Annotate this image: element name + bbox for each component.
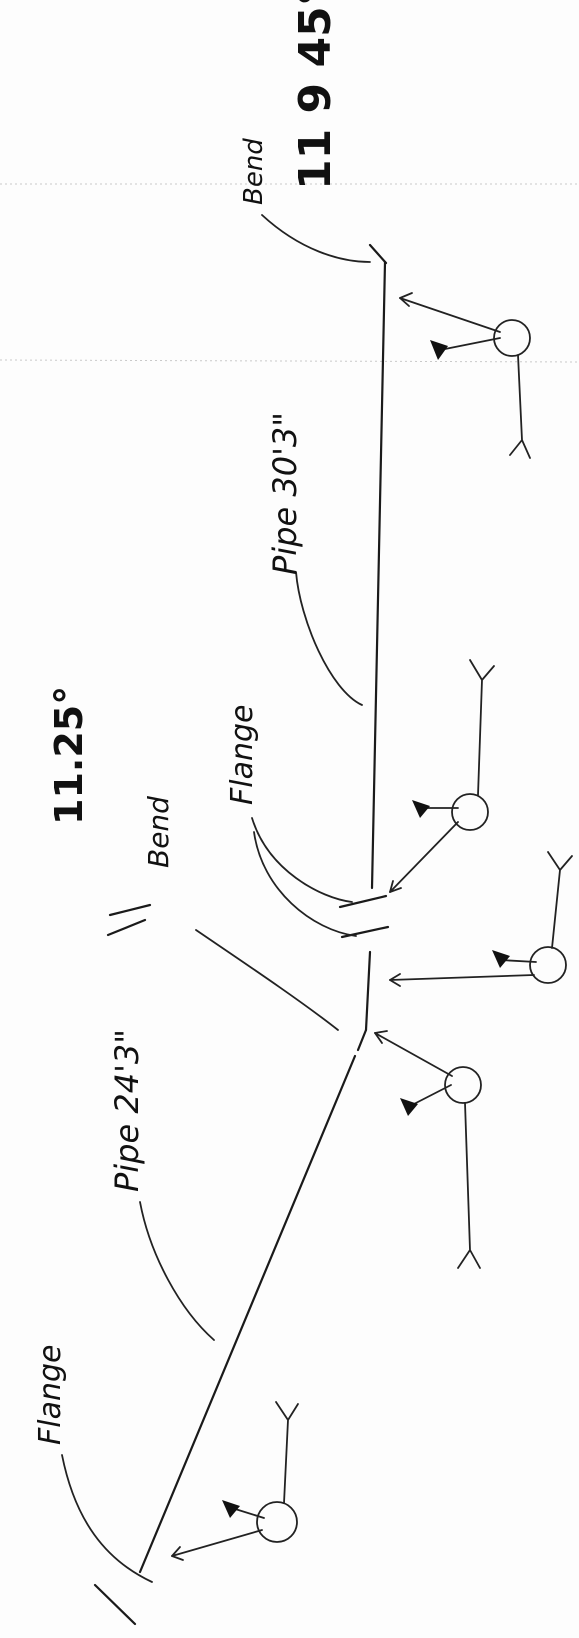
flange-bar-1: [338, 894, 388, 909]
figure-1-head: [493, 319, 531, 357]
label-flange-middle: Flange: [225, 705, 260, 806]
figure-2-tool-icon: [412, 800, 430, 818]
figure-4-tool-icon: [400, 1098, 418, 1116]
figure-5-arrowhead: [171, 1546, 184, 1561]
leader-middle-bend: [195, 929, 339, 1031]
label-bend-middle: Bend: [142, 796, 175, 868]
figure-3-arrowhead: [389, 973, 401, 987]
scan-line-mid: [0, 359, 579, 363]
figure-5-head: [256, 1501, 298, 1543]
figure-2: [389, 659, 495, 893]
figure-5-body: [275, 1401, 299, 1504]
figure-3-tool-icon: [492, 950, 510, 968]
figure-3-head: [529, 946, 567, 984]
figure-2-pointer: [389, 821, 459, 893]
figure-2-head: [451, 793, 489, 831]
leader-pipe-upper: [295, 571, 363, 706]
label-bend-top-value: 11 9 45°: [290, 0, 341, 190]
figure-3-pointer: [389, 974, 535, 981]
top-bend-tick: [368, 243, 388, 265]
pipe-upper-segment: [370, 260, 387, 890]
figure-1: [399, 292, 531, 459]
pipe-lower-segment: [138, 1054, 357, 1574]
figure-5-tool-icon: [222, 1500, 240, 1518]
figure-1-tool-icon: [430, 340, 448, 360]
figure-1-arrowhead: [399, 292, 413, 307]
figure-4-head: [444, 1066, 482, 1104]
middle-bend-kink: [356, 1028, 368, 1052]
leader-flange-1: [251, 817, 353, 903]
label-flange-bottom: Flange: [33, 1345, 68, 1446]
figure-1-arm: [439, 337, 501, 351]
figure-5: [171, 1401, 299, 1561]
label-pipe-upper: Pipe 30'3": [266, 412, 304, 575]
figure-3: [389, 851, 573, 987]
bottom-flange-bar: [93, 1583, 137, 1626]
figure-5-arm: [231, 1507, 265, 1519]
figure-2-arrowhead: [389, 880, 402, 893]
figure-1-body: [509, 354, 531, 459]
leader-flange-bottom: [61, 1454, 153, 1583]
label-pipe-lower: Pipe 24'3": [108, 1029, 146, 1192]
figure-4: [374, 1030, 482, 1269]
pipe-mid-stub: [364, 950, 372, 1032]
figure-3-body: [547, 851, 573, 949]
figure-4-arrowhead: [374, 1030, 388, 1044]
figure-1-pointer: [399, 297, 501, 333]
figure-5-pointer: [171, 1529, 263, 1557]
leader-pipe-lower: [139, 1201, 215, 1341]
label-bend-top: Bend: [239, 138, 269, 205]
scribble-strikeout: [106, 903, 152, 937]
label-bend-middle-angle: 11.25°: [47, 686, 91, 825]
leader-top-bend: [261, 214, 371, 263]
figure-4-body: [457, 1102, 481, 1269]
figure-4-arm: [411, 1084, 452, 1106]
figure-4-pointer: [374, 1032, 453, 1077]
figure-2-body: [469, 659, 495, 796]
leader-flange-2: [253, 831, 357, 937]
